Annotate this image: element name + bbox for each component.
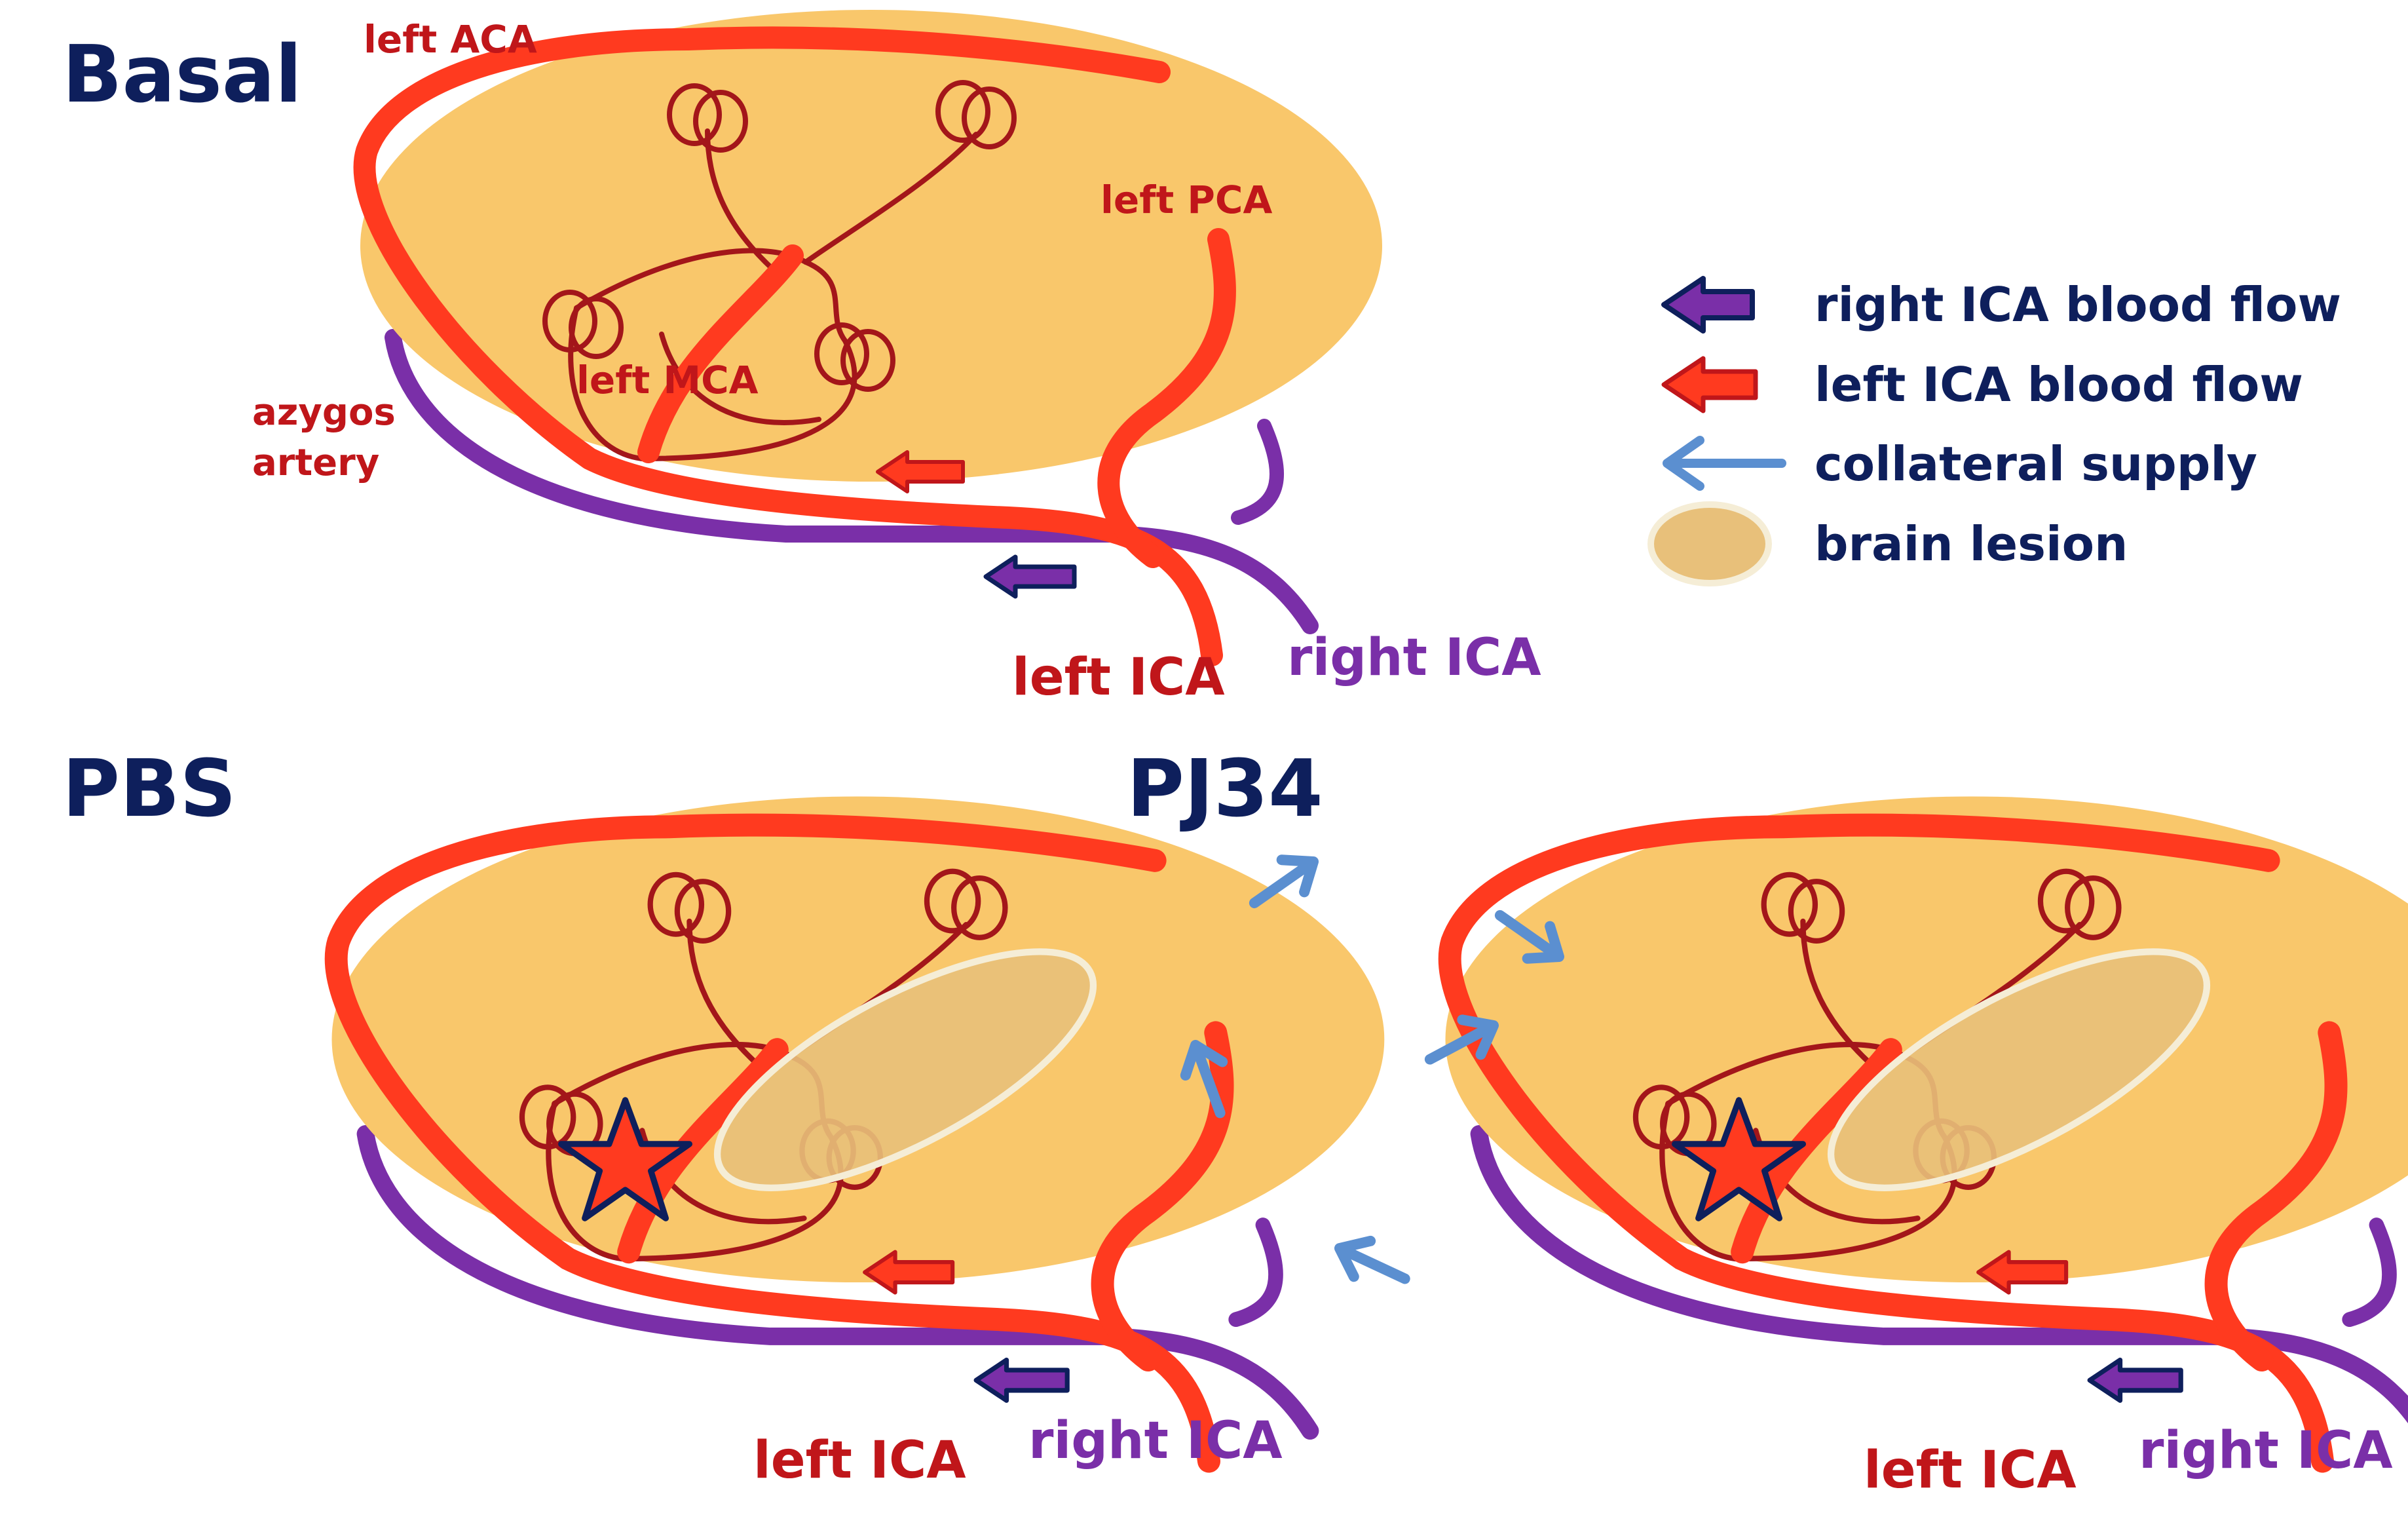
- pj34-left-ica-label: left ICA: [1864, 1441, 2077, 1500]
- tan-ellipse-icon: [1647, 501, 1772, 586]
- blue-thin-arrow-icon: [1663, 436, 1786, 491]
- pbs-panel: [331, 796, 1384, 1461]
- legend: [1647, 276, 1786, 586]
- text-layer: Basal left ACA left PCA left MCA azygos …: [62, 17, 2393, 1500]
- collateral-arrow-icon: [1331, 1231, 1413, 1297]
- basal-panel: [360, 10, 1382, 655]
- basal-left-ica-label: left ICA: [1012, 648, 1225, 707]
- pj34-panel: [1446, 796, 2408, 1461]
- artery-label: artery: [252, 442, 379, 484]
- pj34-title: PJ34: [1127, 744, 1323, 835]
- legend-item-brain-lesion: brain lesion: [1815, 516, 2128, 571]
- left-aca-label: left ACA: [364, 17, 537, 62]
- azygos-label: azygos: [252, 391, 396, 434]
- basal-vasculature: [360, 10, 1382, 655]
- legend-item-right-ica-flow: right ICA blood flow: [1815, 277, 2341, 332]
- pj34-right-ica-label: right ICA: [2139, 1421, 2393, 1480]
- red-arrow-icon: [1661, 356, 1758, 413]
- legend-item-left-ica-flow: left ICA blood flow: [1815, 357, 2303, 412]
- left-mca-label: left MCA: [576, 358, 759, 402]
- basal-right-ica-label: right ICA: [1287, 628, 1541, 687]
- left-pca-label: left PCA: [1101, 178, 1272, 222]
- legend-item-collateral-supply: collateral supply: [1815, 436, 2257, 491]
- purple-arrow-icon: [1661, 276, 1755, 334]
- pbs-left-ica-label: left ICA: [753, 1431, 966, 1490]
- pbs-title: PBS: [62, 744, 236, 835]
- basal-title: Basal: [62, 29, 302, 121]
- pbs-right-ica-label: right ICA: [1028, 1411, 1283, 1470]
